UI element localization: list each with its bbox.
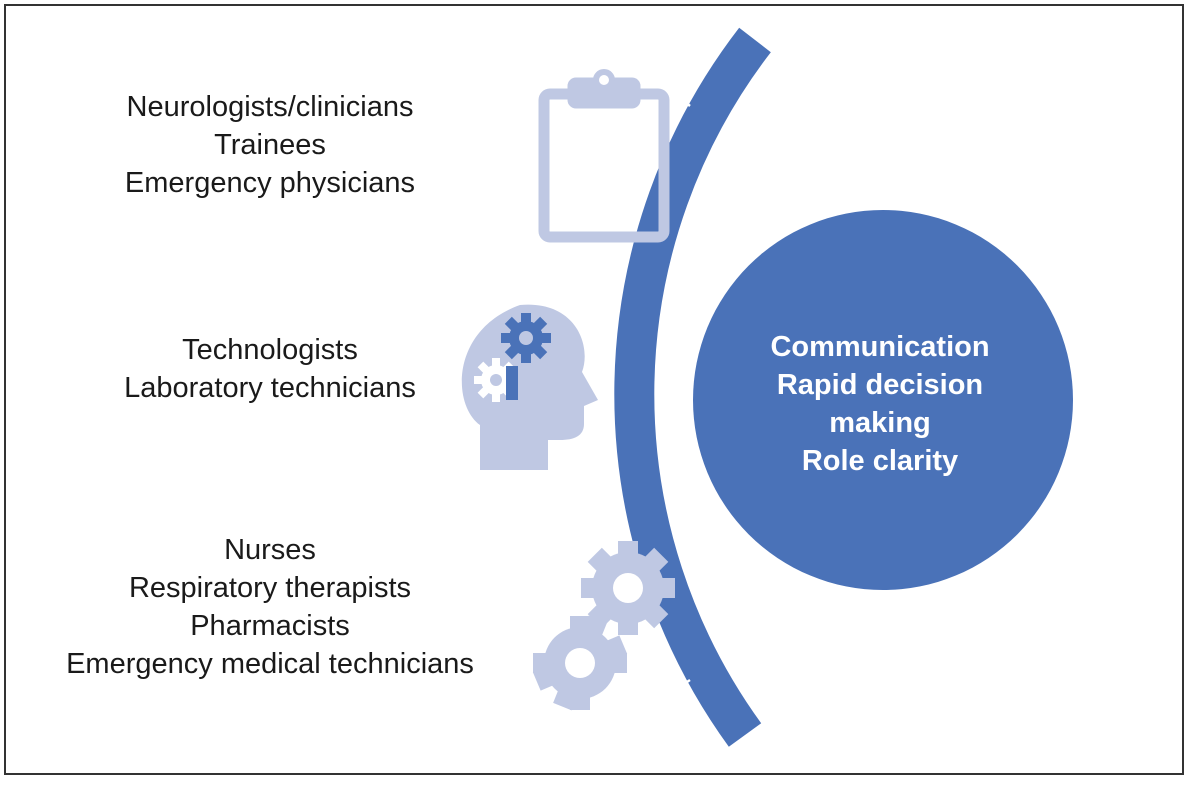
group-line: Nurses	[224, 534, 316, 566]
group-line: Pharmacists	[190, 610, 350, 642]
center-circle	[693, 210, 1073, 590]
group-line: Emergency medical technicians	[66, 648, 474, 680]
center-line: making	[829, 407, 931, 439]
center-line: Role clarity	[801, 445, 959, 477]
clipboard-icon	[538, 69, 670, 243]
physician-group-label: Neurologists/clinicians Trainees Emergen…	[80, 88, 460, 202]
group-line: Laboratory technicians	[124, 372, 416, 404]
group-line: Emergency physicians	[124, 167, 416, 199]
group-line: Respiratory therapists	[128, 572, 412, 604]
gears-icon	[532, 541, 675, 711]
group-line: Trainees	[214, 129, 326, 161]
group-line: Technologists	[182, 334, 358, 366]
center-line: Rapid decision	[776, 369, 984, 401]
arc-band	[515, 27, 771, 747]
head-gears-icon	[461, 304, 598, 470]
group-line: Neurologists/clinicians	[126, 91, 414, 123]
center-circle-label: Communication Rapid decision making Role…	[710, 328, 1050, 480]
center-line: Communication	[770, 331, 990, 363]
nursing-group-label: Nurses Respiratory therapists Pharmacist…	[30, 531, 510, 683]
technologist-group-label: Technologists Laboratory technicians	[80, 331, 460, 407]
